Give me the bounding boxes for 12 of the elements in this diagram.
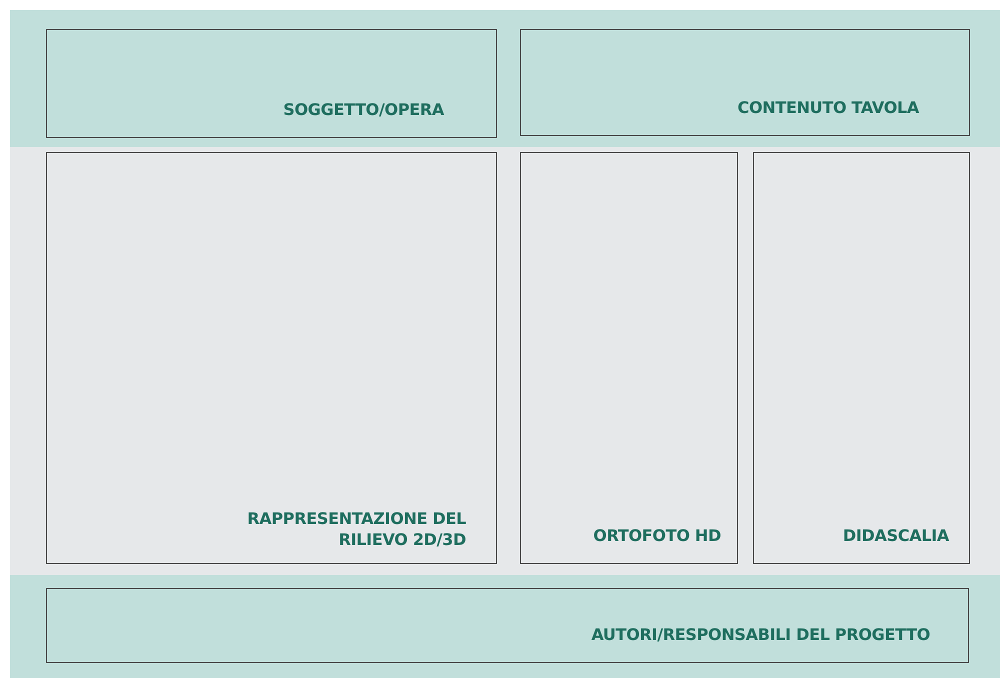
section-label: ORTOFOTO HD	[593, 526, 721, 547]
layout-box	[46, 152, 497, 564]
layout-box	[520, 29, 970, 136]
layout-box	[46, 29, 497, 138]
section-label: RAPPRESENTAZIONE DEL RILIEVO 2D/3D	[246, 509, 466, 551]
section-label: CONTENUTO TAVOLA	[738, 98, 919, 119]
section-label: SOGGETTO/OPERA	[283, 100, 444, 121]
layout-box	[753, 152, 970, 564]
layout-box	[520, 152, 738, 564]
section-label: DIDASCALIA	[842, 526, 949, 547]
section-label: AUTORI/RESPONSABILI DEL PROGETTO	[591, 625, 930, 646]
layout-box	[46, 588, 969, 663]
